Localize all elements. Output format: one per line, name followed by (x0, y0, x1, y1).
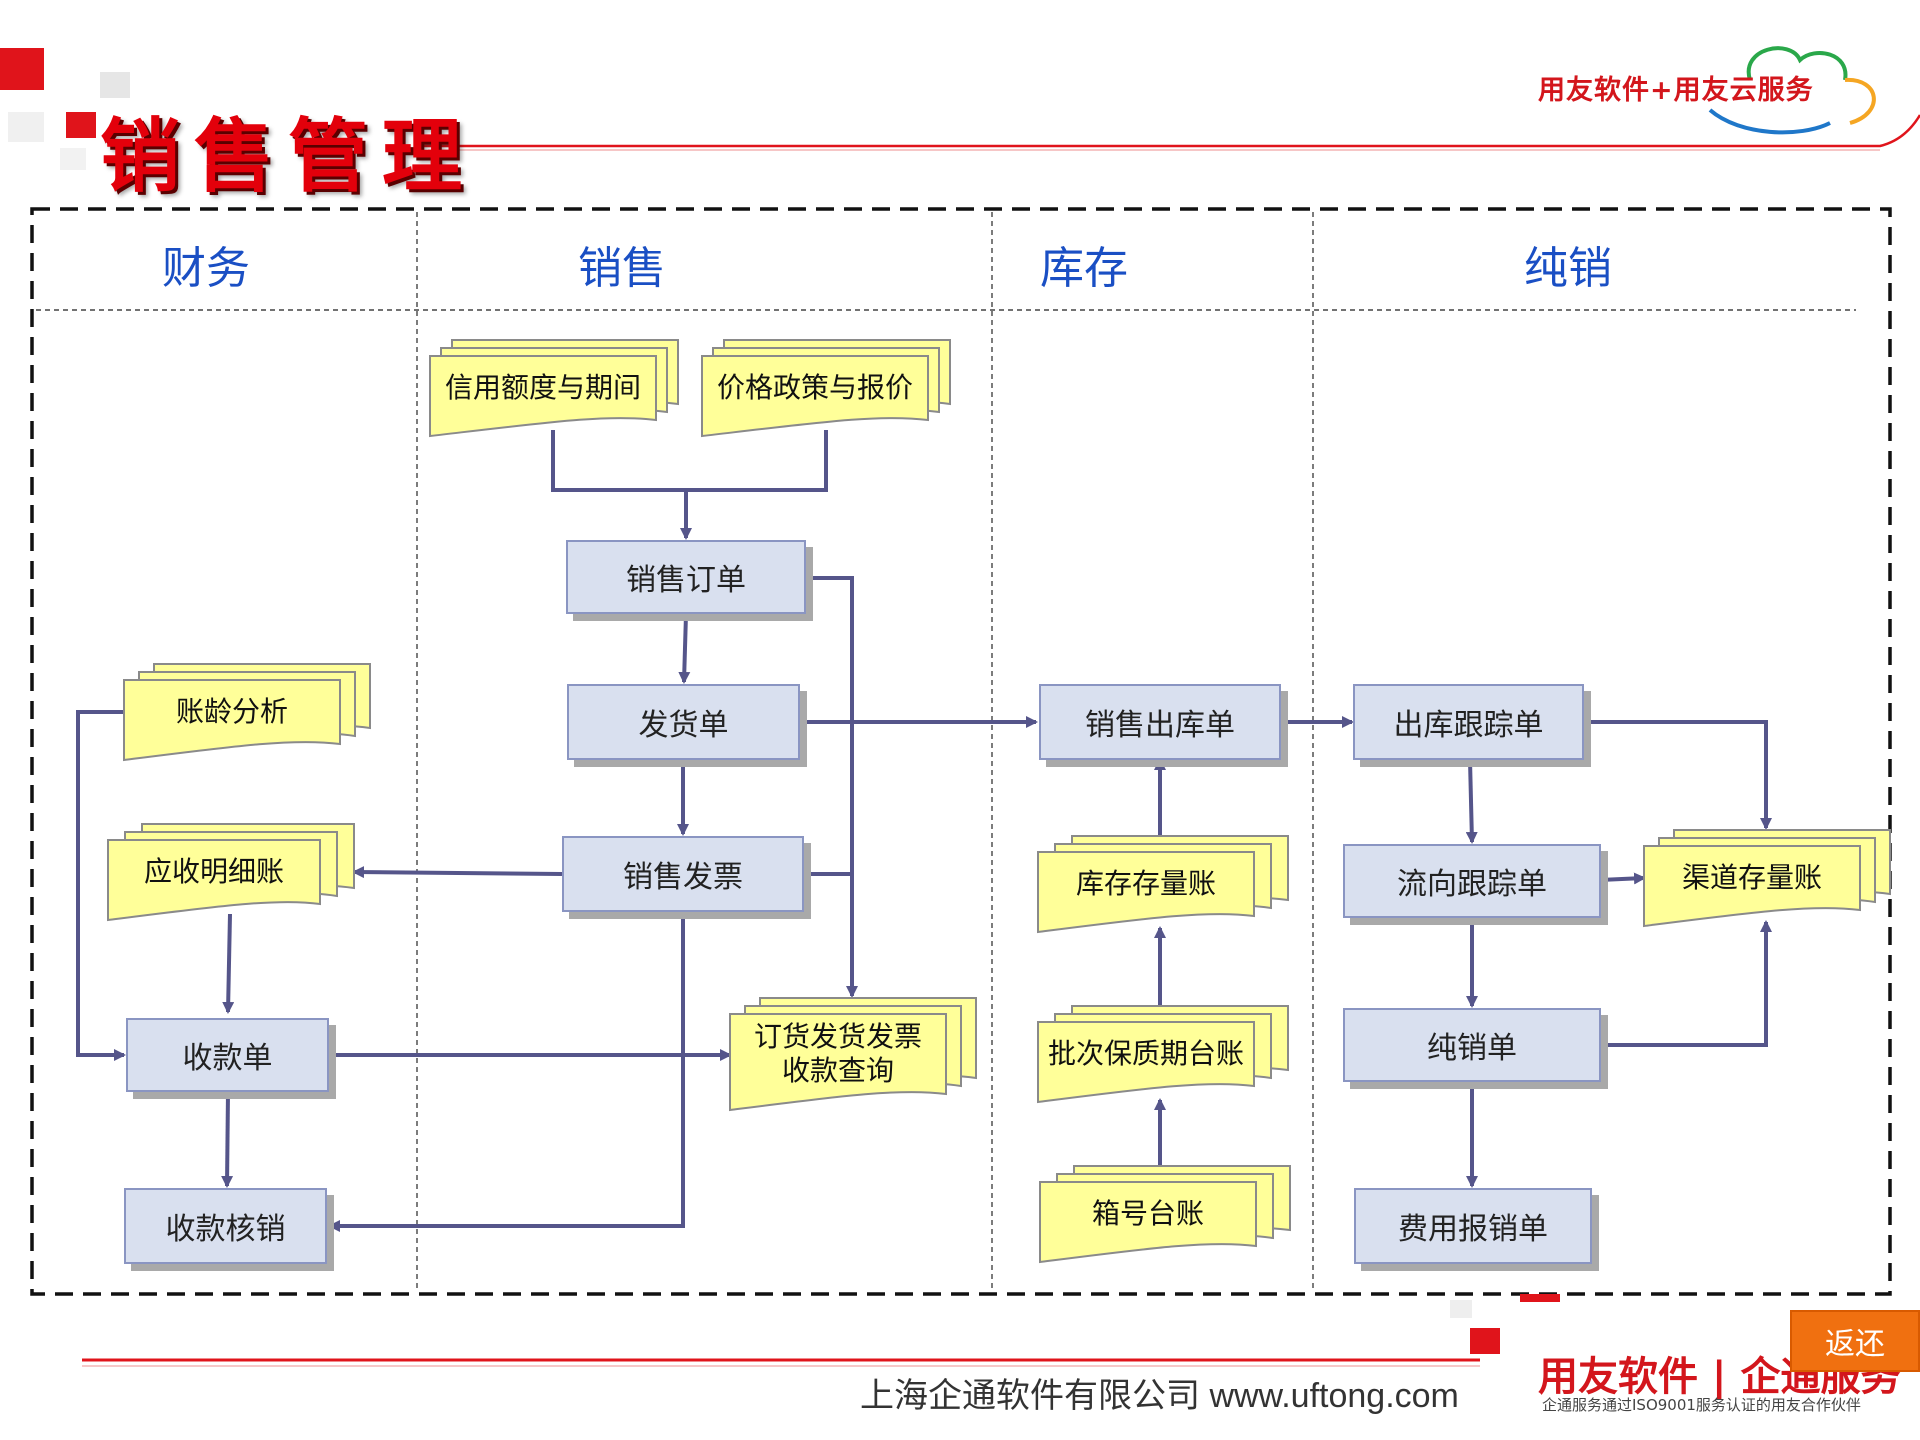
header-deco-square (66, 112, 96, 138)
doc-label-line: 收款查询 (781, 1054, 894, 1087)
header-deco-square (0, 48, 44, 90)
doc-label: 应收明细账 (143, 855, 284, 888)
lane-title-distribution: 纯销 (1524, 243, 1612, 294)
process-flow-track: 流向跟踪单 (1343, 844, 1601, 918)
header-line (420, 114, 1920, 151)
doc-stock-ledger: 库存存量账 (1037, 835, 1289, 940)
company-footer: 上海企通软件有限公司 www.uftong.com (860, 1377, 1459, 1415)
doc-label-line: 订货发货发票 (753, 1020, 922, 1053)
doc-ar-ledger: 应收明细账 (107, 823, 355, 928)
return-button[interactable]: 返还 (1790, 1310, 1920, 1372)
lane-title-sales: 销售 (578, 243, 666, 294)
doc-label: 批次保质期台账 (1047, 1037, 1244, 1070)
doc-price-policy: 价格政策与报价 (701, 339, 951, 444)
doc-label: 渠道存量账 (1681, 861, 1822, 894)
lane-title-inventory: 库存 (1040, 243, 1128, 294)
doc-order-query: 订货发货发票 收款查询 (729, 997, 977, 1116)
doc-label: 价格政策与报价 (716, 371, 913, 404)
doc-credit-limit: 信用额度与期间 (429, 339, 679, 444)
doc-label: 信用额度与期间 (444, 371, 641, 404)
footer-decoration (82, 1294, 1560, 1367)
process-outbound-track: 出库跟踪单 (1353, 684, 1584, 760)
page-title: 销售管理 (100, 109, 476, 203)
process-outbound: 销售出库单 (1039, 684, 1281, 760)
brand-footer-subtitle: 企通服务通过ISO9001服务认证的用友合作伙伴 (1542, 1396, 1861, 1414)
doc-label: 箱号台账 (1091, 1197, 1204, 1230)
doc-aging-analysis: 账龄分析 (123, 663, 371, 768)
process-expense: 费用报销单 (1354, 1188, 1592, 1264)
cloud-icon (1708, 46, 1876, 135)
doc-batch-ledger: 批次保质期台账 (1037, 1005, 1289, 1110)
doc-label: 订货发货发票 收款查询 (730, 1016, 946, 1092)
process-sales-order: 销售订单 (566, 540, 806, 614)
header-deco-square (60, 148, 86, 170)
process-delivery: 发货单 (567, 684, 800, 760)
doc-label: 库存存量账 (1075, 867, 1216, 900)
header-deco-square (100, 72, 130, 98)
header-deco-square (8, 112, 44, 142)
lane-title-finance: 财务 (162, 243, 250, 294)
doc-box-ledger: 箱号台账 (1039, 1165, 1291, 1270)
process-receipt: 收款单 (126, 1018, 329, 1092)
brand-logo: 用友软件+用友云服务 (1538, 75, 1814, 106)
process-writeoff: 收款核销 (124, 1188, 327, 1264)
process-sales-invoice: 销售发票 (562, 836, 804, 912)
process-pure-sale: 纯销单 (1343, 1008, 1601, 1082)
doc-channel-ledger: 渠道存量账 (1643, 829, 1891, 934)
doc-label: 账龄分析 (175, 695, 288, 728)
